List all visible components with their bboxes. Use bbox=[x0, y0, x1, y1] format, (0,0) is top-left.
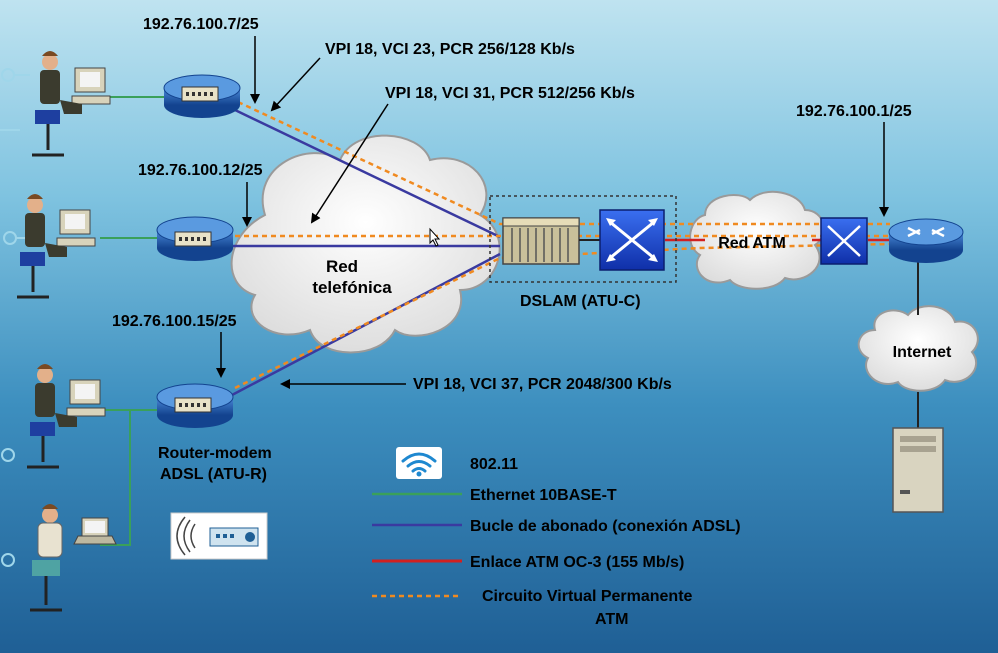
legend-bucle-label: Bucle de abonado (conexión ADSL) bbox=[470, 518, 741, 535]
legend-wifi-label: 802.11 bbox=[470, 456, 518, 473]
router-modem-label-2: ADSL (ATU-R) bbox=[160, 466, 267, 483]
legend-pvc-label-2: ATM bbox=[595, 611, 628, 628]
ip-router-3-label: 192.76.100.15/25 bbox=[112, 313, 237, 330]
wireless-access-point bbox=[170, 512, 268, 560]
dslam-device bbox=[502, 217, 580, 265]
user-workstation-3 bbox=[27, 364, 106, 469]
telephone-network-cloud bbox=[230, 134, 501, 354]
user-workstation-2 bbox=[17, 194, 96, 299]
router-modem-label-1: Router-modem bbox=[158, 445, 272, 462]
circuit-decoration bbox=[0, 68, 30, 567]
atm-network-cloud bbox=[689, 190, 825, 290]
cursor-icon bbox=[429, 227, 441, 247]
ip-atm-router-label: 192.76.100.1/25 bbox=[796, 103, 912, 120]
atm-switch-dslam bbox=[599, 209, 665, 271]
vc3-label: VPI 18, VCI 37, PCR 2048/300 Kb/s bbox=[413, 376, 672, 393]
router-modem-1 bbox=[163, 74, 241, 118]
red-atm-label: Red ATM bbox=[718, 235, 786, 252]
red-telefonica-label-1: Red bbox=[326, 257, 358, 276]
atm-switch-core bbox=[820, 217, 868, 265]
router-modem-2 bbox=[156, 216, 234, 261]
internet-cloud bbox=[857, 305, 979, 392]
server-icon bbox=[892, 427, 944, 513]
legend-atm-label: Enlace ATM OC-3 (155 Mb/s) bbox=[470, 554, 684, 571]
dslam-box bbox=[489, 195, 677, 283]
ip-router-1-label: 192.76.100.7/25 bbox=[143, 16, 259, 33]
atm-router bbox=[888, 218, 964, 263]
ethernet-links bbox=[100, 96, 165, 546]
internet-label: Internet bbox=[893, 344, 952, 361]
ip-router-2-label: 192.76.100.12/25 bbox=[138, 162, 263, 179]
wifi-icon bbox=[396, 447, 442, 479]
callout-arrows bbox=[216, 36, 889, 389]
user-workstation-1 bbox=[32, 51, 111, 157]
legend-pvc-label-1: Circuito Virtual Permanente bbox=[482, 588, 693, 605]
red-telefonica-label-2: telefónica bbox=[312, 278, 392, 297]
legend: 802.11 Ethernet 10BASE-T Bucle de abonad… bbox=[372, 447, 741, 628]
user-laptop-4 bbox=[30, 504, 117, 612]
vc2-label: VPI 18, VCI 31, PCR 512/256 Kb/s bbox=[385, 85, 635, 102]
router-modem-3 bbox=[156, 383, 234, 428]
legend-ethernet-label: Ethernet 10BASE-T bbox=[470, 487, 617, 504]
vc1-label: VPI 18, VCI 23, PCR 256/128 Kb/s bbox=[325, 41, 575, 58]
dslam-label: DSLAM (ATU-C) bbox=[520, 293, 641, 310]
